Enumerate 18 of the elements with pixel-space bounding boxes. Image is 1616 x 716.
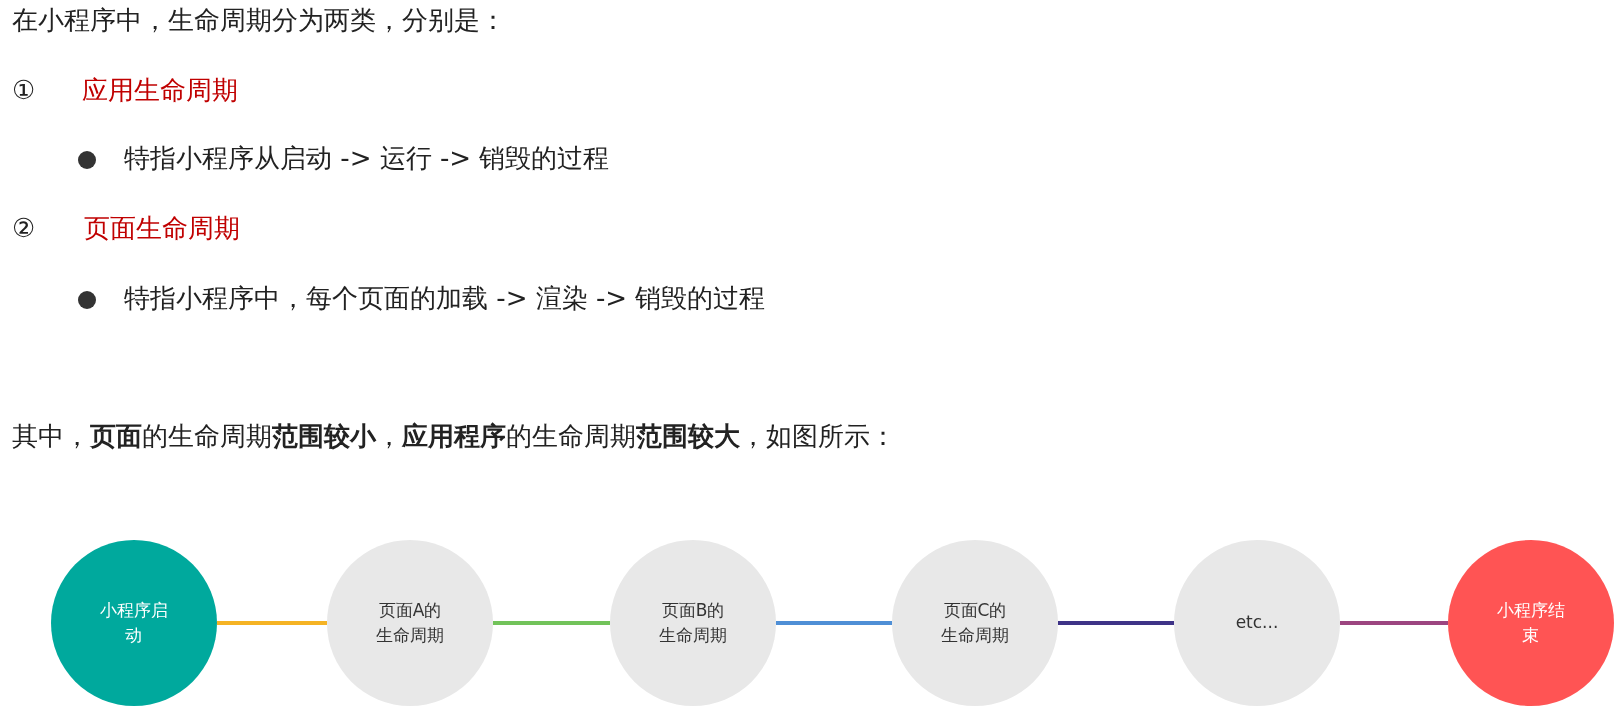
connector-line [1058,621,1174,625]
text-line: 其中，页面的生命周期范围较小，应用程序的生命周期范围较大，如图所示： [12,420,896,453]
node-text: etc... [1234,611,1280,635]
connector-line [493,621,610,625]
text-line: 特指小程序从启动 -> 运行 -> 销毁的过程 [124,142,610,175]
connector-line [1340,621,1448,625]
node-text: 页面B的生命周期 [658,598,728,647]
heading-text: 应用生命周期 [82,74,238,107]
text-line: 特指小程序中，每个页面的加载 -> 渲染 -> 销毁的过程 [124,282,766,315]
connector-line [217,621,327,625]
list-number: ② [12,212,36,245]
text-line: 在小程序中，生命周期分为两类，分别是： [12,4,506,37]
heading-text: 页面生命周期 [84,212,240,245]
node-text: 页面A的生命周期 [375,598,445,647]
node-text: 小程序结束 [1496,598,1566,647]
node-text: 页面C的生命周期 [940,598,1010,647]
list-number: ① [12,74,36,107]
node-text: 小程序启动 [99,598,169,647]
